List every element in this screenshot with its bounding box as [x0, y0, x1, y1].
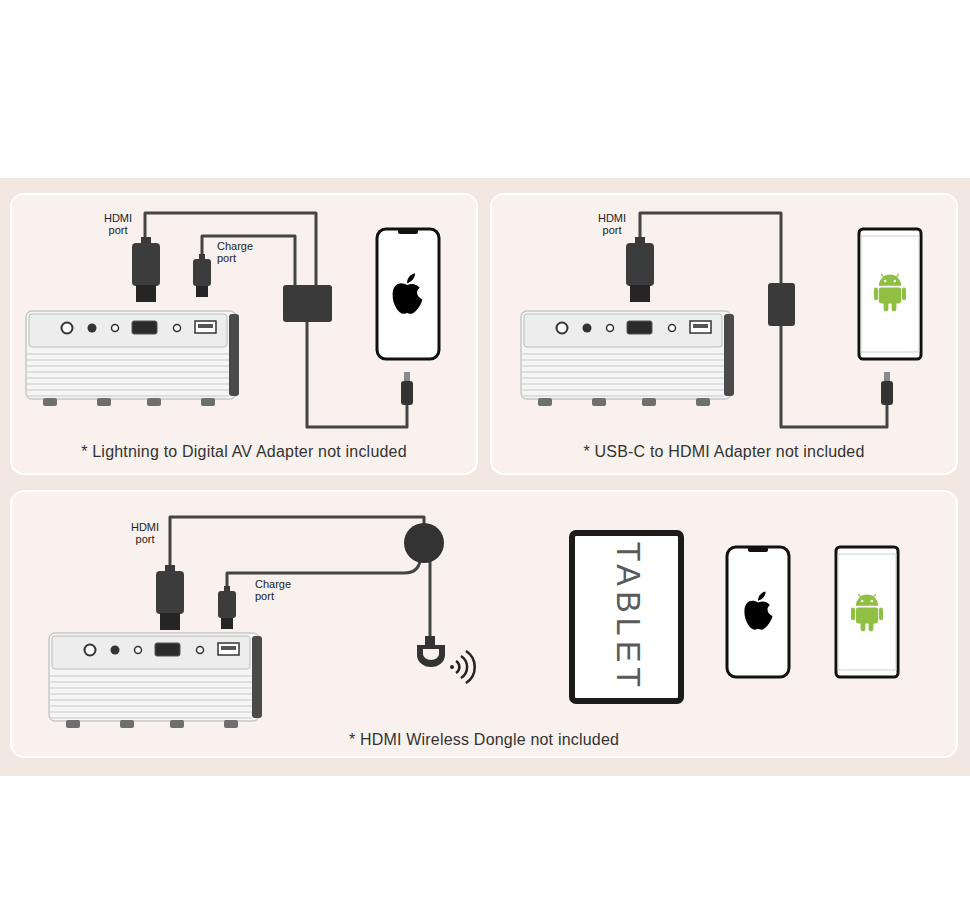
- port-label: HDMI port: [592, 212, 632, 236]
- projector: [521, 311, 734, 406]
- wifi-signal: [450, 651, 475, 683]
- panel: * Lightning to Digital AV Adapter not in…: [10, 193, 478, 475]
- iphone: [377, 229, 439, 359]
- port-label: Charge port: [255, 578, 301, 602]
- port-label: HDMI port: [98, 212, 138, 236]
- hdmi-plug: [132, 237, 160, 302]
- projector: [26, 311, 239, 406]
- wireless-dongle: [404, 523, 444, 563]
- iphone: [727, 547, 789, 677]
- charge-plug: [218, 586, 236, 629]
- port-label: HDMI port: [125, 521, 165, 545]
- apple-logo: [393, 273, 423, 314]
- usbc-plug: [881, 372, 893, 405]
- projector: [49, 633, 262, 728]
- lightning-plug: [401, 372, 413, 405]
- device-label: TABLET: [608, 542, 645, 692]
- hdmi-plug: [626, 237, 654, 302]
- usbc-adapter: [768, 283, 795, 326]
- footnote-caption: * USB-C to HDMI Adapter not included: [492, 443, 956, 461]
- android-logo: [874, 274, 906, 312]
- android-phone: [859, 229, 921, 359]
- background-band: [0, 178, 970, 776]
- android-phone: [836, 547, 898, 677]
- panel: * USB-C to HDMI Adapter not included: [490, 193, 958, 475]
- charge-plug: [193, 254, 211, 297]
- lightning-adapter: [283, 285, 332, 322]
- apple-logo: [744, 591, 772, 629]
- tablet-device: TABLET: [569, 530, 684, 704]
- panel-fill: [11, 194, 477, 474]
- panel-fill: [11, 491, 957, 757]
- wifi-receiver: [417, 636, 445, 667]
- footnote-caption: * Lightning to Digital AV Adapter not in…: [12, 443, 476, 461]
- panel-fill: [491, 194, 957, 474]
- android-logo: [851, 594, 883, 632]
- port-label: Charge port: [217, 240, 263, 264]
- hdmi-plug: [156, 565, 184, 630]
- footnote-caption: * HDMI Wireless Dongle not included: [12, 731, 956, 749]
